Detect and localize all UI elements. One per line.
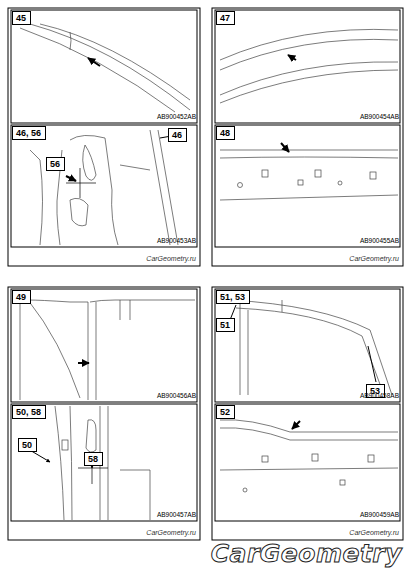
callout-text: 46 [172,131,183,140]
callout-text: 50 [22,441,33,450]
callout-text: 46, 56 [16,129,42,138]
figure-code: AB900454AB [360,114,399,121]
figure-code: AB900452AB [157,114,196,121]
pointer-arrow [88,58,100,66]
callout-number: 56 [46,157,65,171]
figure-code: AB900459AB [360,512,399,519]
callout-text: 48 [220,129,231,138]
callout-number: 58 [84,452,103,466]
watermark: CarGeometry.ru [146,529,196,536]
callout-text: 45 [16,14,27,23]
figure-code: AB900456AB [157,393,196,400]
subpanel [11,10,197,123]
view-tab: 49 [12,290,31,304]
watermark: CarGeometry.ru [349,255,399,262]
callout-text: 51 [220,321,231,330]
figure-code: AB900453AB [157,238,196,245]
view-tab: 45 [12,11,31,25]
figure-code: AB900457AB [157,512,196,519]
subpanel [11,125,197,247]
pointer-arrow [292,421,300,429]
subpanel [11,289,197,402]
subpanel [215,125,400,247]
pointer-arrow [281,143,289,152]
pointer-arrow [288,55,296,60]
leader-line [368,346,376,382]
subpanel [11,404,197,521]
logo-watermark: CarGeometry [211,541,402,566]
view-tab: 52 [216,405,235,419]
callout-number: 51 [216,318,235,332]
callout-text: 56 [50,160,61,169]
view-tab: 48 [216,126,235,140]
view-tab: 46, 56 [12,126,46,140]
callout-number: 46 [168,128,187,142]
callout-text: 49 [16,293,27,302]
figure-code: AB900455AB [360,238,399,245]
subpanel [215,404,400,521]
watermark: CarGeometry.ru [349,529,399,536]
subpanel [215,289,400,402]
pointer-arrow [66,176,76,181]
callout-number: 50 [18,438,37,452]
callout-text: 50, 58 [16,408,42,417]
panel-frame [212,8,403,266]
callout-text: 47 [220,14,231,23]
watermark: CarGeometry.ru [146,255,196,262]
pointer-arrow [78,362,89,364]
view-tab: 50, 58 [12,405,46,419]
view-tab: 47 [216,11,235,25]
callout-text: 52 [220,408,231,417]
figure-code: AB900458AB [360,393,399,400]
subpanel [215,10,400,123]
view-tab: 51, 53 [216,290,250,304]
callout-text: 51, 53 [220,293,246,302]
panel-frame [212,287,403,540]
callout-text: 58 [88,455,99,464]
panel-frame [8,8,200,266]
panel-frame [8,287,200,540]
